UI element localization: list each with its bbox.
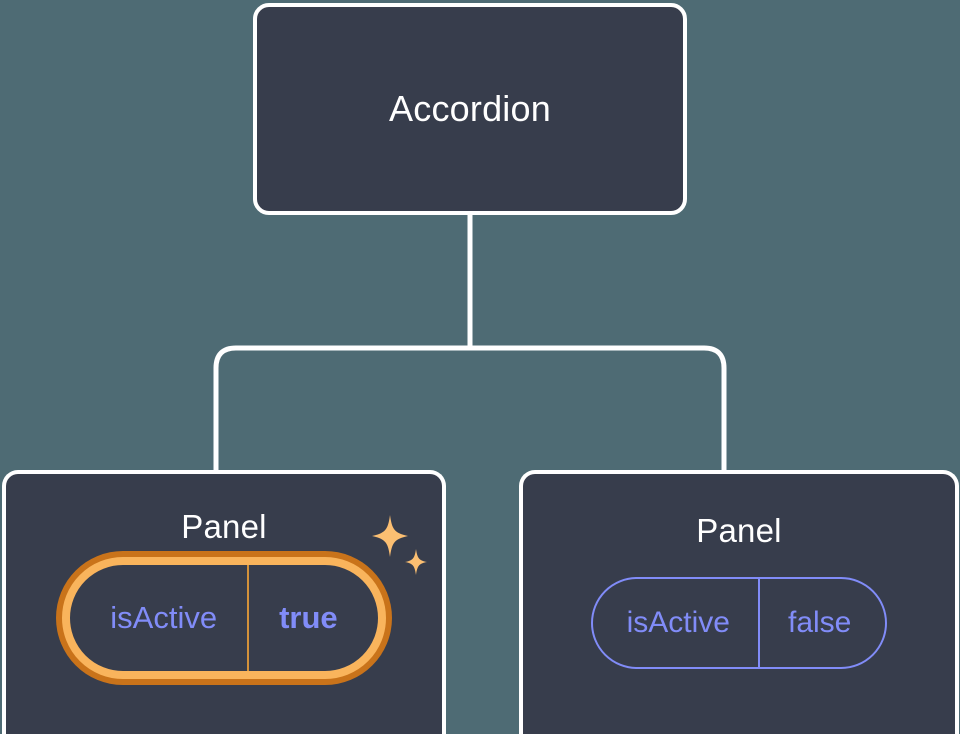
prop-badge-isactive-true[interactable]: isActive true	[62, 557, 386, 679]
node-accordion-title: Accordion	[389, 88, 551, 129]
node-panel-inactive-title: Panel	[696, 512, 782, 549]
prop-value-label: false	[757, 579, 885, 667]
node-panel-active[interactable]: Panel isActive true	[2, 470, 446, 734]
prop-badge-inactive-wrap: isActive false	[523, 547, 955, 669]
node-panel-inactive[interactable]: Panel isActive false	[519, 470, 959, 734]
prop-key-label: isActive	[626, 606, 730, 639]
prop-value-label: true	[247, 565, 378, 671]
prop-key-label: isActive	[110, 600, 218, 635]
connector-branch-bus	[213, 345, 727, 470]
node-panel-active-title: Panel	[181, 508, 267, 545]
node-accordion[interactable]: Accordion	[253, 3, 687, 215]
prop-badge-isactive-false[interactable]: isActive false	[590, 577, 888, 669]
prop-badge-active-wrap: isActive true	[6, 515, 442, 679]
